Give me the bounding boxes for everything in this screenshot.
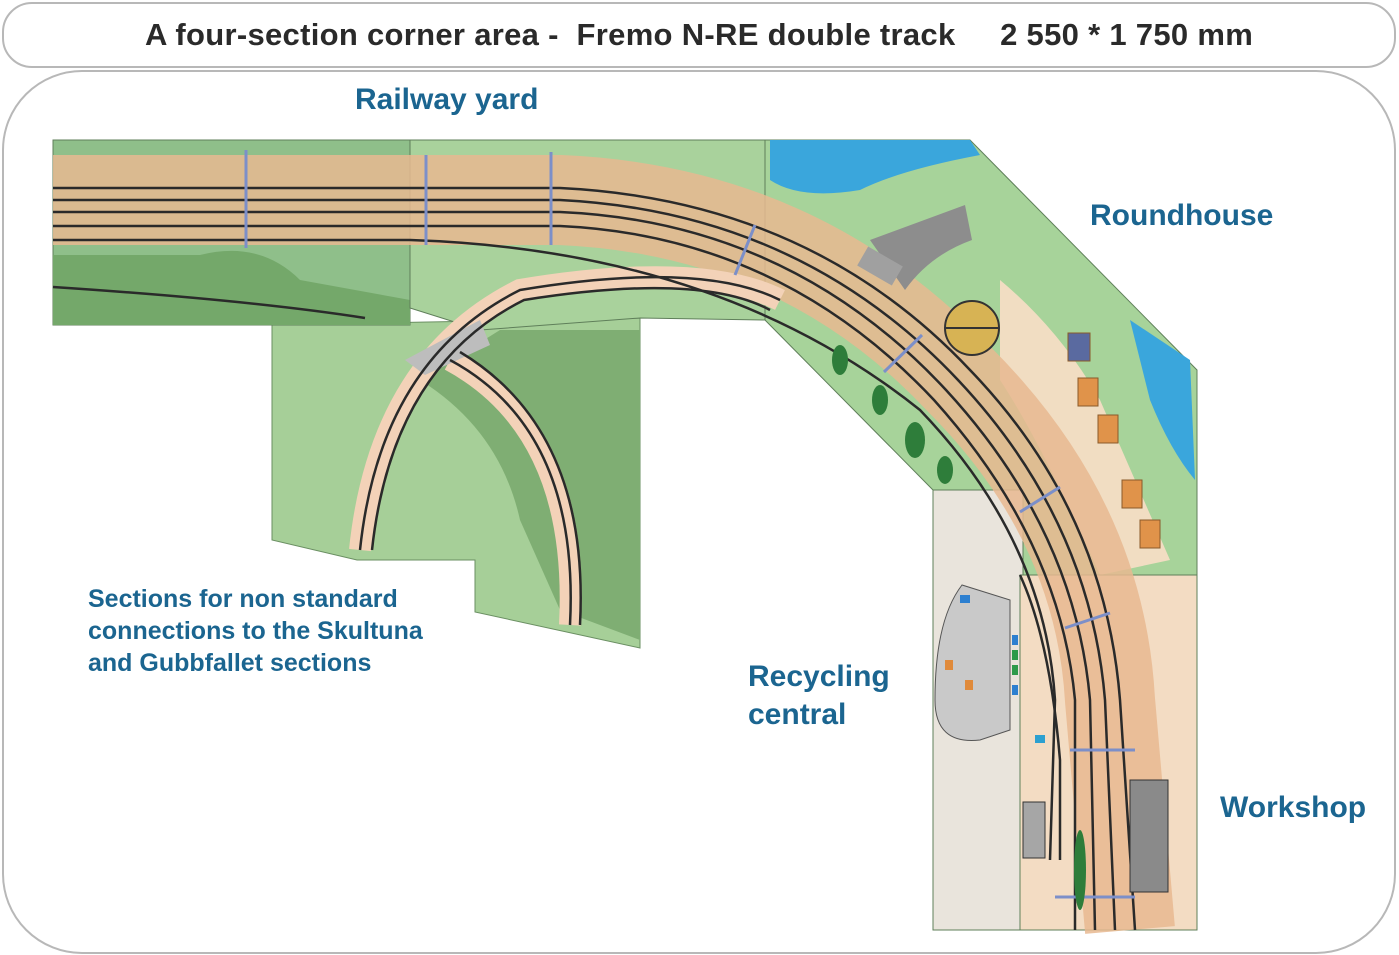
label-recycling-line1: Recycling <box>748 660 890 693</box>
rails <box>52 186 1137 931</box>
small-building <box>1022 801 1046 859</box>
label-roundhouse: Roundhouse <box>1090 199 1274 232</box>
houses <box>1067 332 1161 549</box>
recycling-containers <box>945 595 1045 743</box>
trees <box>832 345 1086 910</box>
label-recycling-line2: central <box>748 698 847 731</box>
section-joints <box>244 150 1135 899</box>
recycling-yard <box>934 584 1011 741</box>
yard-slope <box>53 250 410 325</box>
label-railway-yard: Railway yard <box>355 83 539 116</box>
note-sections: Sections for non standard connections to… <box>88 583 423 679</box>
note-line-1: Sections for non standard <box>88 585 398 613</box>
title-box: A four-section corner area - Fremo N-RE … <box>2 2 1396 68</box>
diagram-title: A four-section corner area - Fremo N-RE … <box>144 17 1254 52</box>
note-line-2: connections to the Skultuna <box>88 617 423 645</box>
label-workshop: Workshop <box>1220 791 1367 824</box>
extension-slope <box>420 330 640 640</box>
water-2 <box>1130 320 1195 480</box>
note-line-3: and Gubbfallet sections <box>88 649 372 677</box>
water <box>770 140 980 194</box>
bridge <box>405 320 490 375</box>
workshop-building <box>1129 779 1169 893</box>
shed <box>857 246 903 286</box>
label-recycling: Recycling central <box>748 658 890 734</box>
